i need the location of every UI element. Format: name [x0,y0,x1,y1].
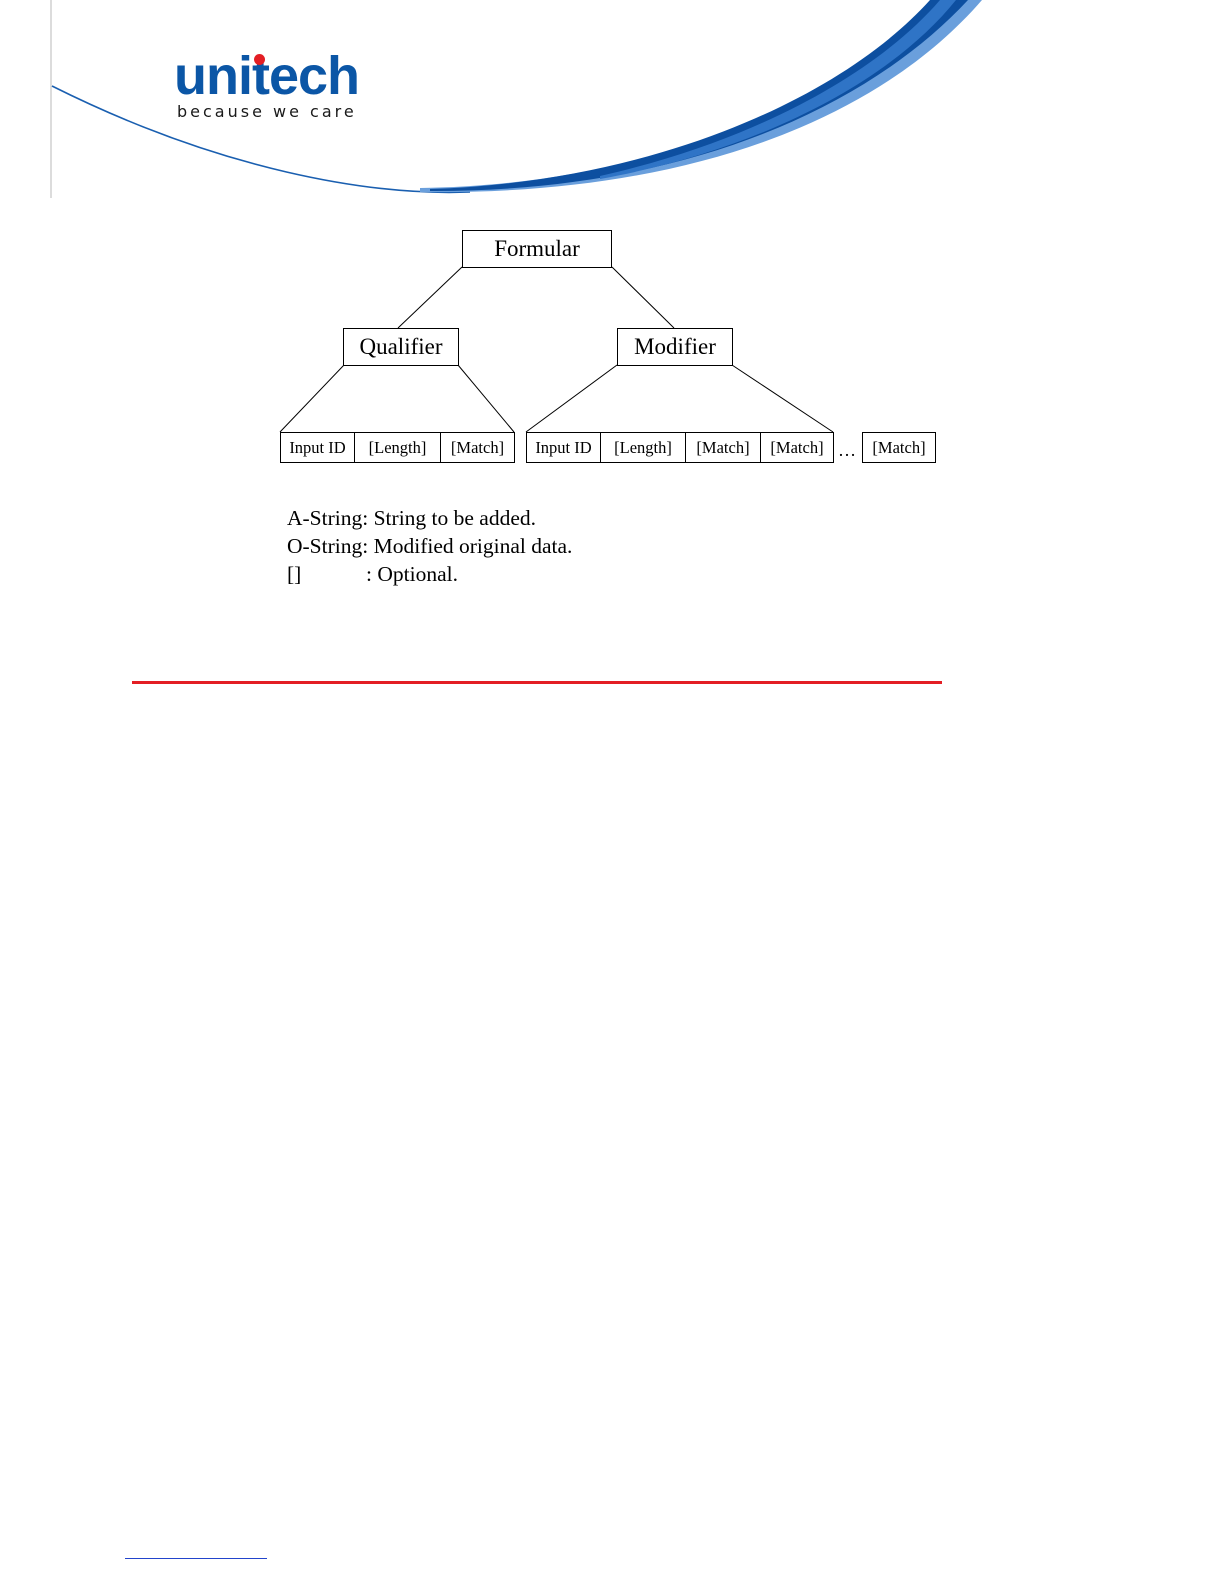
modifier-ellipsis: … [838,440,856,461]
modifier-field-match-1: [Match] [685,432,761,463]
qualifier-box: Qualifier [343,328,459,366]
formular-box: Formular [462,230,612,268]
legend: A-String: String to be added. O-String: … [287,504,572,588]
footer-rule [125,1558,267,1559]
qualifier-field-input-id: Input ID [280,432,355,463]
legend-term: A-String [287,506,362,530]
connector-modifier-left [526,365,617,432]
legend-text: : String to be added. [362,506,536,530]
connector-modifier-right [732,365,833,432]
modifier-field-match-last: [Match] [862,432,936,463]
connector-qualifier-left [280,365,344,432]
modifier-box: Modifier [617,328,733,366]
qualifier-field-match: [Match] [440,432,515,463]
legend-text: : Modified original data. [362,534,572,558]
connector-qualifier-right [458,365,514,432]
logo-word-text: unitech [174,46,359,106]
legend-row-optional: []: Optional. [287,560,572,588]
logo-tagline: because we care [177,102,357,121]
qualifier-field-length: [Length] [354,432,441,463]
section-divider-rule [132,681,942,684]
logo-red-dot [254,54,265,65]
swoosh-band-mid [600,0,956,179]
logo-wordmark: unitech [174,48,359,104]
legend-row-o-string: O-String: Modified original data. [287,532,572,560]
modifier-field-length: [Length] [600,432,686,463]
swoosh-band-light [420,0,982,192]
legend-term: [] [287,560,366,588]
swoosh-band-dark [430,0,968,191]
legend-row-a-string: A-String: String to be added. [287,504,572,532]
formula-structure-diagram: Formular Qualifier Modifier Input ID [Le… [270,222,950,472]
modifier-field-match-2: [Match] [760,432,834,463]
legend-term: O-String [287,534,362,558]
modifier-field-input-id: Input ID [526,432,601,463]
connector-root-qualifier [398,267,462,328]
connector-root-modifier [612,267,674,328]
legend-text: : Optional. [366,562,458,586]
unitech-logo: unitech because we care [174,48,374,128]
